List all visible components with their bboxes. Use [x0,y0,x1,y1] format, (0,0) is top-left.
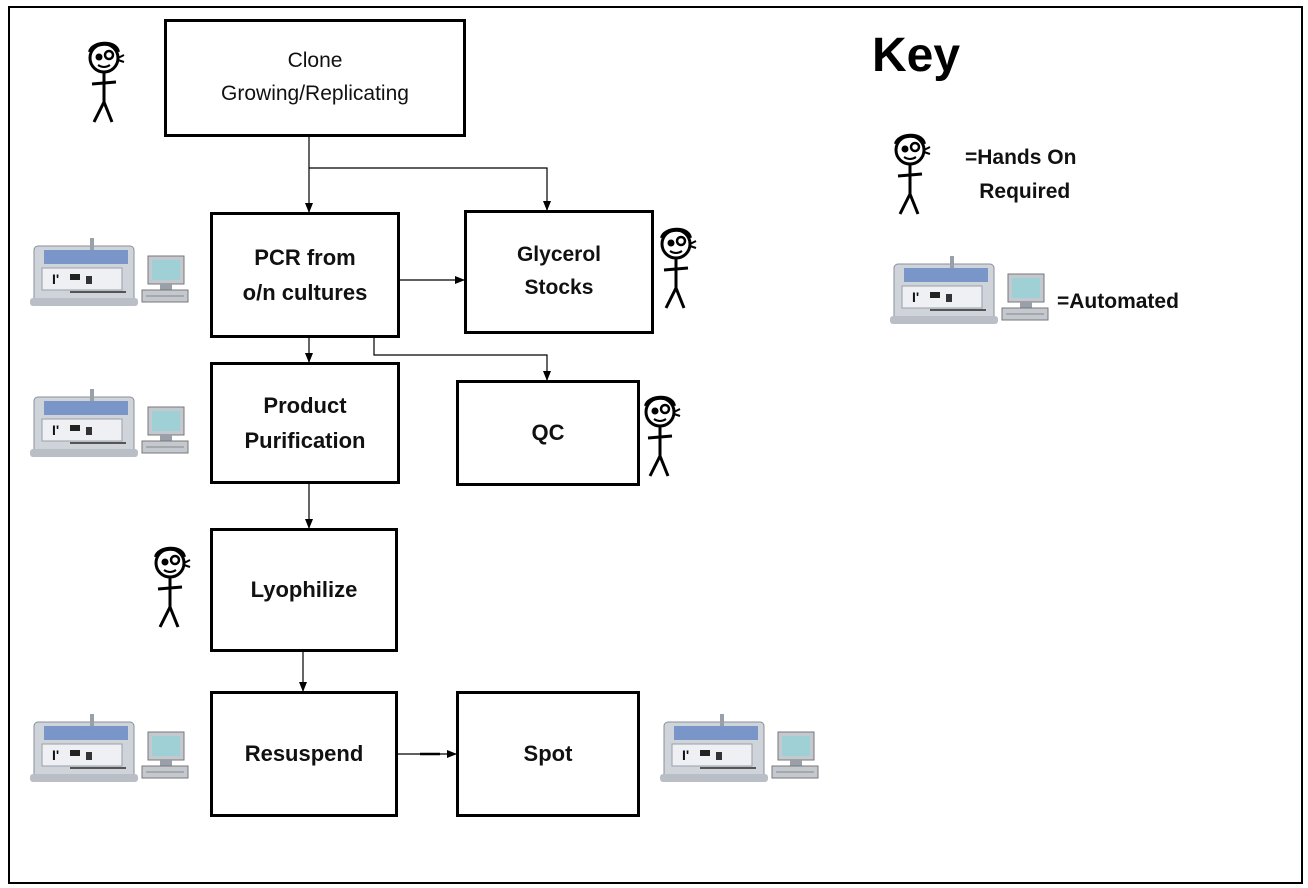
step-resuspend-label: Resuspend [245,736,364,771]
svg-text:I': I' [912,289,919,305]
step-spot-label: Spot [524,736,573,771]
step-lyophilize-label: Lyophilize [251,572,358,607]
key-hands-on-line1: =Hands On [965,141,1076,175]
step-purification-line2: Purification [244,423,365,458]
step-glycerol-line2: Stocks [517,272,601,305]
stick-figure-icon [144,543,198,631]
step-clone-line1: Clone [221,45,409,78]
key-automated-label: =Automated [1057,285,1179,319]
stick-figure-icon [634,392,688,480]
step-purification-line1: Product [244,388,365,423]
svg-text:I': I' [52,271,59,287]
key-hands-on-label: =Hands On Required [965,141,1076,208]
key-title: Key [872,28,960,83]
step-qc-label: QC [532,415,565,450]
step-resuspend: Resuspend [210,691,398,817]
step-pcr-line1: PCR from [243,240,368,275]
key-hands-on-line2: Required [965,175,1076,209]
arrow-clone-to-glycerol [309,168,547,210]
step-lyophilize: Lyophilize [210,528,398,652]
stick-figure-icon [650,224,704,312]
step-qc: QC [456,380,640,486]
svg-text:I': I' [682,747,689,763]
step-clone-line2: Growing/Replicating [221,78,409,111]
robot-workstation-icon: I' [30,236,190,310]
robot-workstation-icon: I' [890,254,1050,328]
step-pcr-line2: o/n cultures [243,275,368,310]
svg-text:I': I' [52,747,59,763]
stick-figure-icon [884,130,938,218]
robot-workstation-icon: I' [30,712,190,786]
robot-workstation-icon: I' [660,712,820,786]
step-glycerol-line1: Glycerol [517,239,601,272]
robot-workstation-icon: I' [30,387,190,461]
step-spot: Spot [456,691,640,817]
svg-text:I': I' [52,422,59,438]
stick-figure-icon [78,38,132,126]
